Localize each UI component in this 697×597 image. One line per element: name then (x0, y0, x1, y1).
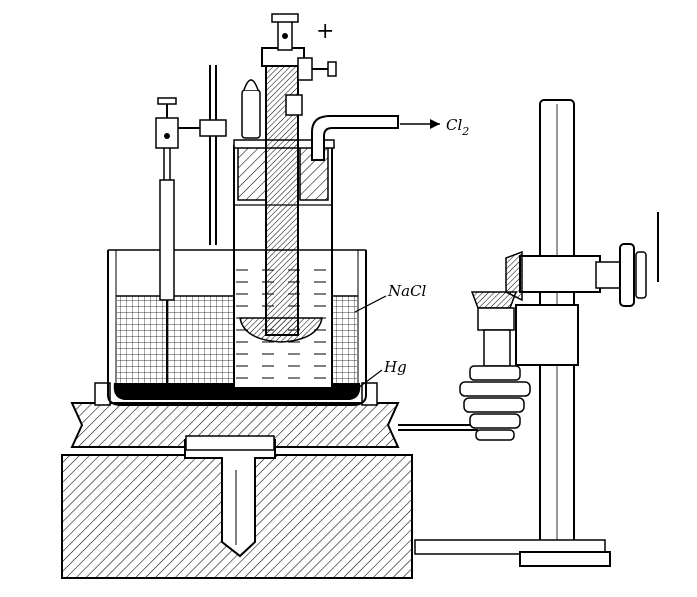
mercury-layer (113, 383, 361, 400)
chlorine-label-text: Cl (446, 116, 462, 134)
anode-rod (241, 13, 337, 336)
drive-belt (398, 424, 478, 431)
chlorine-outlet-tube (311, 115, 440, 161)
base-block (61, 439, 413, 579)
mercury-label: Hg (383, 358, 407, 376)
left-stand (155, 65, 227, 385)
support-plate (70, 382, 400, 451)
brine-label: NaCl (387, 282, 427, 300)
right-stand (414, 99, 659, 567)
chlorine-label: Cl2 (446, 116, 469, 138)
chlorine-subscript: 2 (461, 125, 469, 138)
leader-lines (354, 295, 387, 389)
anode-polarity-label: + (316, 19, 334, 44)
